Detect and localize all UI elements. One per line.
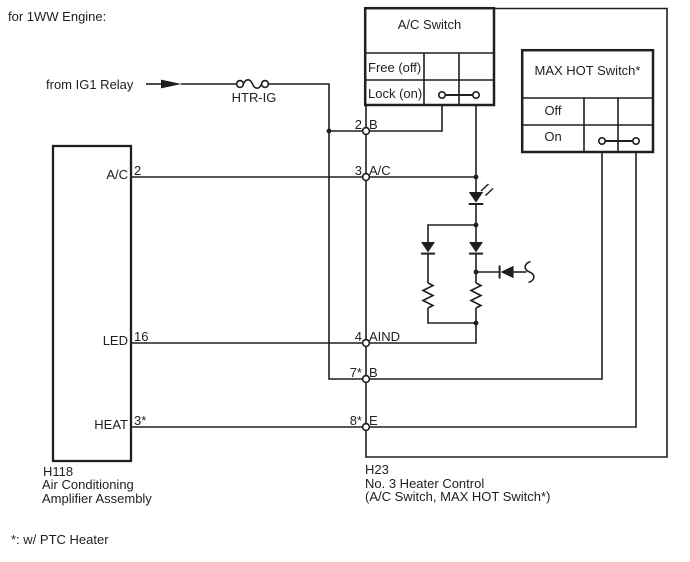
terminals <box>235 79 640 432</box>
max-hot-row-off: Off <box>544 103 562 118</box>
max-hot-row-on: On <box>544 129 562 144</box>
h118-pin-number: 2 <box>134 163 142 178</box>
footnote: *: w/ PTC Heater <box>11 532 109 547</box>
h23-pin-label: B <box>369 365 378 380</box>
junction-dot <box>326 128 332 134</box>
led-icon <box>468 192 484 203</box>
diode-icon <box>421 242 435 253</box>
led-flash-icon <box>480 183 494 197</box>
h118-pin-number: 16 <box>134 329 149 344</box>
h23-code: H23 <box>365 462 389 477</box>
h118-pin-label: A/C <box>106 167 128 182</box>
junction-dot <box>473 222 479 228</box>
h23-pin-number: 8* <box>349 413 362 428</box>
fuse-terminal <box>235 79 245 89</box>
fuse-wave-icon <box>242 79 263 89</box>
wire-pin7-to-maxhot <box>369 152 603 380</box>
fuse-terminal <box>260 79 270 89</box>
diode-icon <box>469 242 483 253</box>
h118-pin-label: LED <box>102 333 128 348</box>
wire-left-diode-branch <box>427 224 476 324</box>
ac-switch-row-free: Free (off) <box>368 60 422 75</box>
switch-contact <box>597 137 606 146</box>
max-hot-switch-title: MAX HOT Switch* <box>534 63 641 78</box>
ig1-relay-label: from IG1 Relay <box>46 77 134 92</box>
resistor-icon <box>469 282 483 309</box>
pin-circle <box>361 338 371 348</box>
h23-name2: (A/C Switch, MAX HOT Switch*) <box>365 489 551 504</box>
wire-led-chain <box>369 105 477 344</box>
switch-contact <box>471 91 480 100</box>
max-hot-switch-box <box>520 48 655 154</box>
h23-pin-label: B <box>369 117 378 132</box>
pin-circle <box>361 172 371 182</box>
h118-name2: Amplifier Assembly <box>42 491 152 506</box>
wire-fuse-to-pin7 <box>268 83 363 380</box>
h118-pin-label: HEAT <box>94 417 128 432</box>
ac-switch-box <box>363 6 496 107</box>
junction-dot <box>473 174 479 180</box>
pin-circle <box>361 374 371 384</box>
h23-pin-number: 7* <box>349 365 362 380</box>
switch-contact <box>437 91 446 100</box>
arrow-icon <box>161 79 182 89</box>
h23-pin-label: E <box>369 413 378 428</box>
resistor-icon <box>421 282 435 309</box>
max-hot-switch-grid <box>522 97 653 152</box>
switch-contact <box>631 137 640 146</box>
h23-pin-label: A/C <box>369 163 391 178</box>
h23-pin-number: 4 <box>354 329 362 344</box>
pin-circle <box>361 422 371 432</box>
ac-switch-grid <box>365 52 494 105</box>
ac-switch-title: A/C Switch <box>397 17 462 32</box>
h23-name1: No. 3 Heater Control <box>365 476 485 491</box>
wire-pin2-to-switch <box>369 105 443 132</box>
continuation-squiggle-icon <box>524 260 535 284</box>
h23-pin-label: AIND <box>369 329 401 344</box>
h118-connector-box <box>51 144 133 463</box>
diode-left-icon <box>500 265 514 279</box>
h23-pin-number: 3 <box>354 163 362 178</box>
fuse-label: HTR-IG <box>231 90 277 105</box>
pin-circle <box>361 126 371 136</box>
wires <box>131 79 637 428</box>
ac-switch-row-lock: Lock (on) <box>368 86 423 101</box>
junction-dot <box>473 269 479 275</box>
h23-pin-number: 2 <box>354 117 362 132</box>
engine-note: for 1WW Engine: <box>8 9 107 24</box>
wire-pin8-to-maxhot <box>369 152 637 428</box>
h118-code: H118 <box>43 464 74 479</box>
solid-symbols <box>161 79 514 326</box>
junction-dot <box>473 320 479 326</box>
h118-name1: Air Conditioning <box>42 477 134 492</box>
h118-pin-number: 3* <box>134 413 147 428</box>
